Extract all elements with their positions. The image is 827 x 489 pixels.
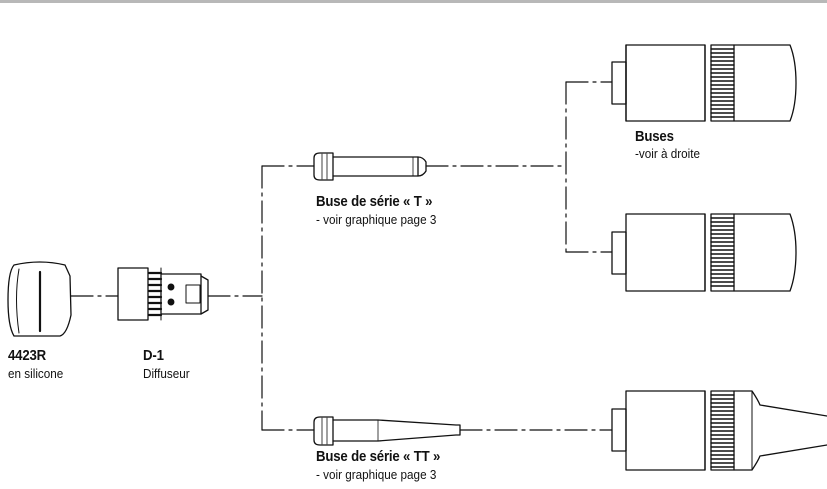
nozzles-desc-label: -voir à droite	[635, 146, 701, 161]
nozzle-bottom-drawing	[611, 390, 827, 471]
insulator-4423r-drawing	[7, 261, 72, 337]
tip-tt-desc-label: - voir graphique page 3	[316, 467, 437, 482]
nozzle-middle-drawing	[611, 213, 797, 292]
nozzle-top-drawing	[611, 44, 797, 122]
tip-tt-drawing	[313, 416, 461, 446]
nozzles-title-label: Buses	[635, 128, 674, 145]
diffuser-d1-drawing	[117, 267, 209, 321]
diffuser-code-label: D-1	[143, 347, 164, 364]
insulator-desc-label: en silicone	[8, 366, 64, 381]
connector-lines	[70, 81, 613, 431]
tip-t-desc-label: - voir graphique page 3	[316, 212, 437, 227]
insulator-code-label: 4423R	[8, 347, 47, 364]
tip-t-title-label: Buse de série « T »	[316, 193, 433, 210]
tip-tt-title-label: Buse de série « TT »	[316, 448, 441, 465]
header-bar	[0, 0, 827, 3]
diffuser-desc-label: Diffuseur	[143, 366, 190, 381]
tip-t-drawing	[313, 152, 427, 181]
